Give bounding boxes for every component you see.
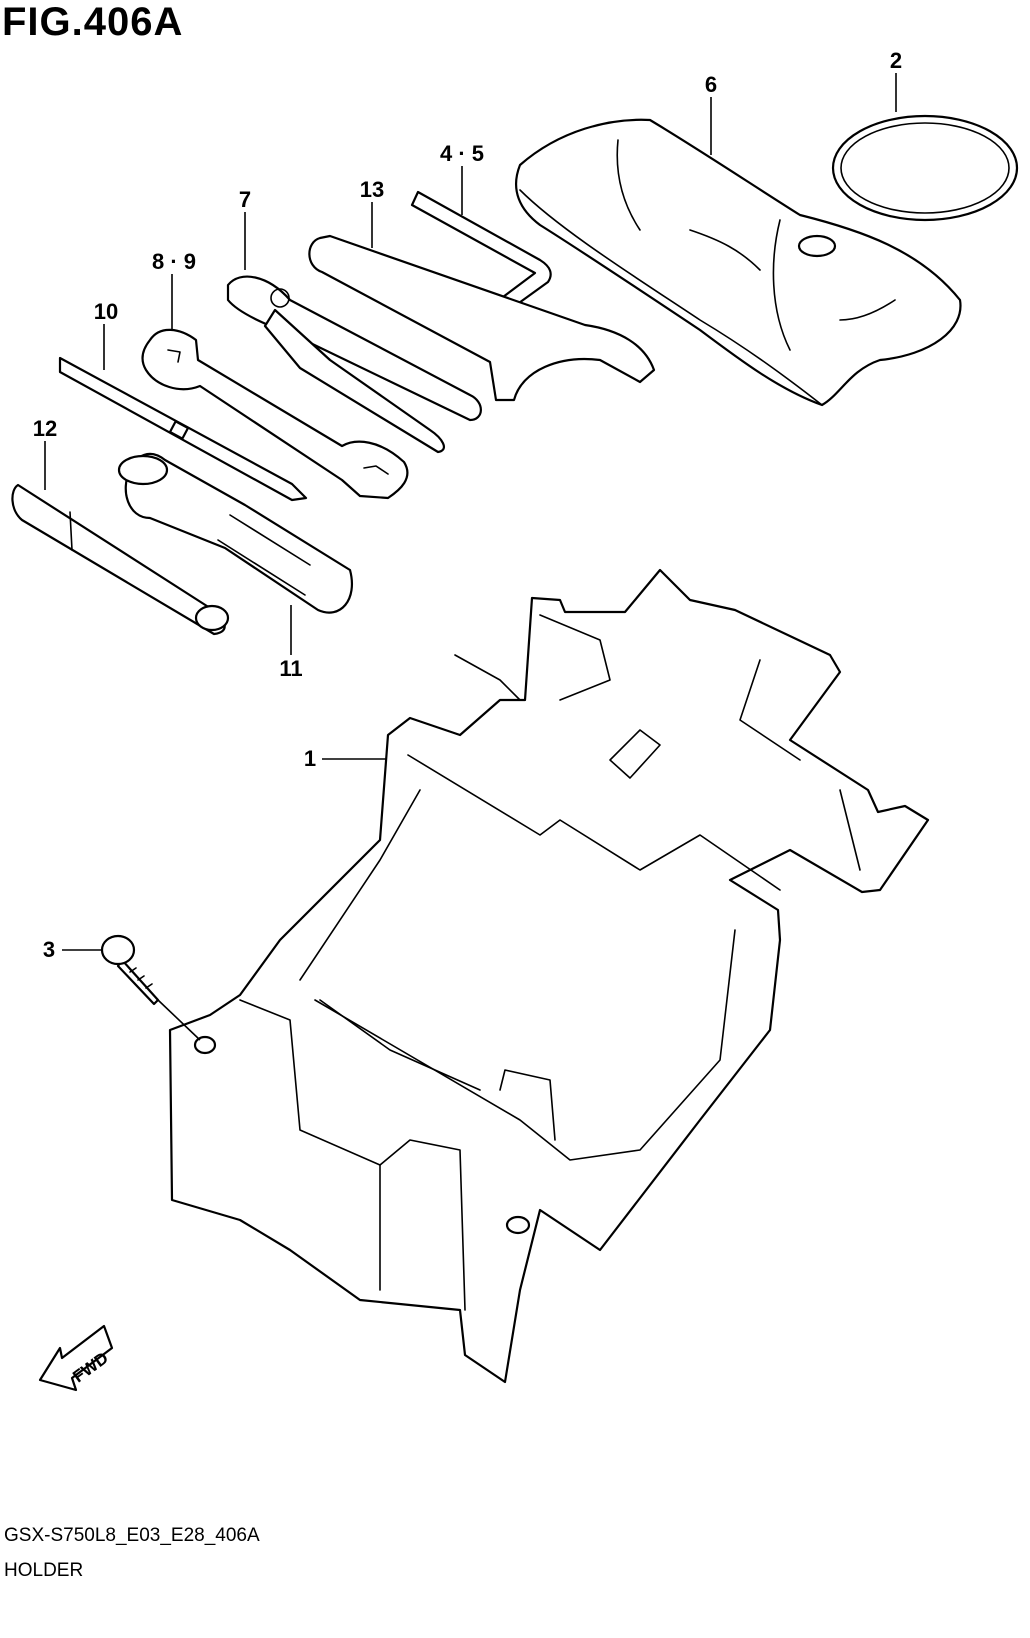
callout-10: 10 — [94, 299, 118, 324]
callout-2: 2 — [890, 48, 902, 73]
callout-6: 6 — [705, 72, 717, 97]
callout-1: 1 — [304, 746, 316, 771]
part-7-pliers — [226, 275, 482, 454]
callout-labels: 2 6 4 · 5 13 7 8 · 9 10 12 11 1 3 — [33, 48, 902, 962]
figure-code: GSX-S750L8_E03_E28_406A — [4, 1525, 260, 1546]
part-13-spanner — [308, 234, 656, 402]
figure-title: FIG.406A — [2, 0, 184, 44]
part-3-screw — [100, 934, 160, 1006]
part-10-screwdriver — [58, 356, 308, 502]
callout-4-5: 4 · 5 — [440, 141, 484, 166]
fwd-arrow-icon: FWD — [38, 1324, 114, 1392]
part-11-handle — [117, 452, 353, 614]
callout-3: 3 — [43, 937, 55, 962]
leader-lines — [44, 73, 897, 1041]
callout-13: 13 — [360, 177, 384, 202]
part-6-tool-bag — [515, 118, 962, 407]
callout-12: 12 — [33, 416, 57, 441]
callout-8-9: 8 · 9 — [152, 249, 196, 274]
part-1-holder — [168, 568, 930, 1384]
part-12-extension-bar — [11, 483, 230, 636]
part-4-5-hex-key — [410, 190, 552, 310]
callout-11: 11 — [279, 656, 302, 681]
callout-7: 7 — [239, 187, 251, 212]
part-2-ring — [831, 114, 1019, 222]
part-8-9-wrench — [141, 328, 409, 500]
figure-name: HOLDER — [4, 1560, 84, 1581]
